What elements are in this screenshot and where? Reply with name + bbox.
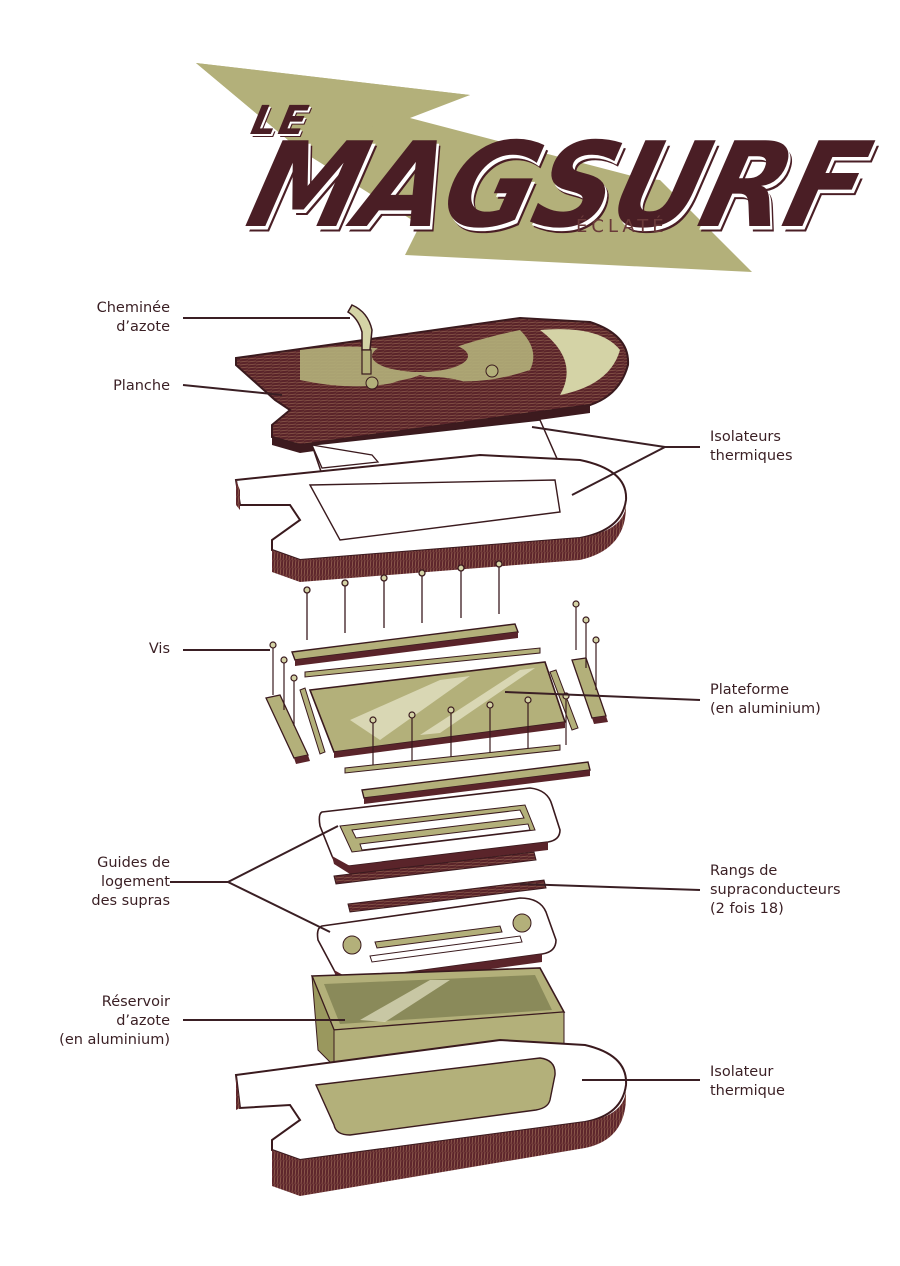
leader-lines (170, 317, 701, 1081)
label-vis: Vis (148, 641, 170, 657)
rangs-supra-part (333, 851, 547, 913)
title-bolt-upper (196, 63, 470, 150)
leader-guides (170, 825, 339, 933)
isolateur-thermique-part (234, 1038, 628, 1196)
rail-right (549, 600, 608, 731)
label-rangs: Rangs de supraconducteurs (2 fois 18) (710, 863, 841, 917)
title-main: MAGSURF (235, 118, 881, 255)
guide-upper-part (318, 787, 561, 874)
label-reservoir: Réservoir d’azote (en aluminium) (59, 994, 170, 1048)
label-plateforme: Plateforme (en aluminium) (710, 682, 821, 717)
rail-left (265, 641, 326, 764)
rail-top (291, 623, 541, 678)
plateforme-part (308, 661, 567, 758)
cheminee-part (346, 304, 373, 375)
leader-rangs (519, 883, 701, 891)
label-planche: Planche (113, 378, 170, 394)
isolateurs-thermiques-part (234, 419, 628, 582)
leader-plateforme (504, 691, 701, 701)
reservoir-part (310, 967, 566, 1068)
leader-isolateurs (531, 426, 700, 496)
rail-bottom (344, 744, 591, 804)
title-subtitle: ÉCLATÉ (576, 216, 668, 237)
leader-planche (182, 384, 283, 396)
label-cheminee: Cheminée d’azote (96, 300, 170, 335)
vis-top-row (303, 560, 503, 640)
label-guides: Guides de logement des supras (91, 855, 170, 909)
vis-lower-row (369, 692, 570, 770)
label-isolateurs: Isolateurs thermiques (710, 429, 793, 464)
label-isolateur: Isolateur thermique (710, 1064, 785, 1099)
